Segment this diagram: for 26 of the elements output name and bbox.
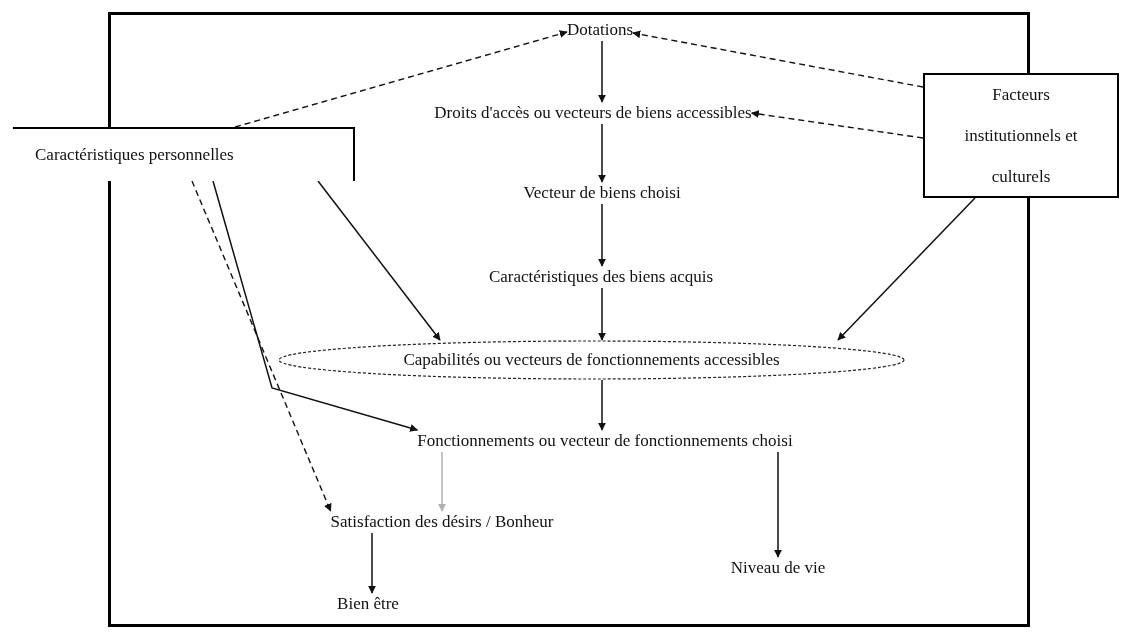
arrow <box>212 180 419 432</box>
arrow <box>750 110 924 139</box>
concept-label: Caractéristiques des biens acquis <box>488 266 714 288</box>
factor-box: Caractéristiques personnelles <box>13 127 355 181</box>
arrow <box>368 532 376 594</box>
factor-box: Facteurs institutionnels et culturels <box>923 73 1119 198</box>
arrow <box>598 203 606 267</box>
arrow <box>632 30 924 88</box>
arrow <box>774 451 782 558</box>
concept-label: Dotations <box>566 19 634 41</box>
concept-label: Satisfaction des désirs / Bonheur <box>330 511 554 533</box>
arrow <box>598 40 606 103</box>
arrow <box>837 197 976 341</box>
arrow <box>191 180 332 512</box>
arrow <box>438 451 446 512</box>
concept-label: Bien être <box>337 593 399 615</box>
arrow <box>317 180 441 341</box>
arrow <box>598 379 606 431</box>
dashed-ellipse: Capabilités ou vecteurs de fonctionnements accessibles <box>278 340 905 380</box>
arrow <box>598 287 606 341</box>
concept-label: Droits d'accès ou vecteurs de biens accessibles <box>434 102 752 124</box>
arrow <box>598 123 606 183</box>
arrow <box>234 30 568 128</box>
concept-label: Vecteur de biens choisi <box>523 182 681 204</box>
concept-label: Fonctionnements ou vecteur de fonctionnements choisi <box>417 430 793 452</box>
concept-label: Niveau de vie <box>730 557 826 579</box>
